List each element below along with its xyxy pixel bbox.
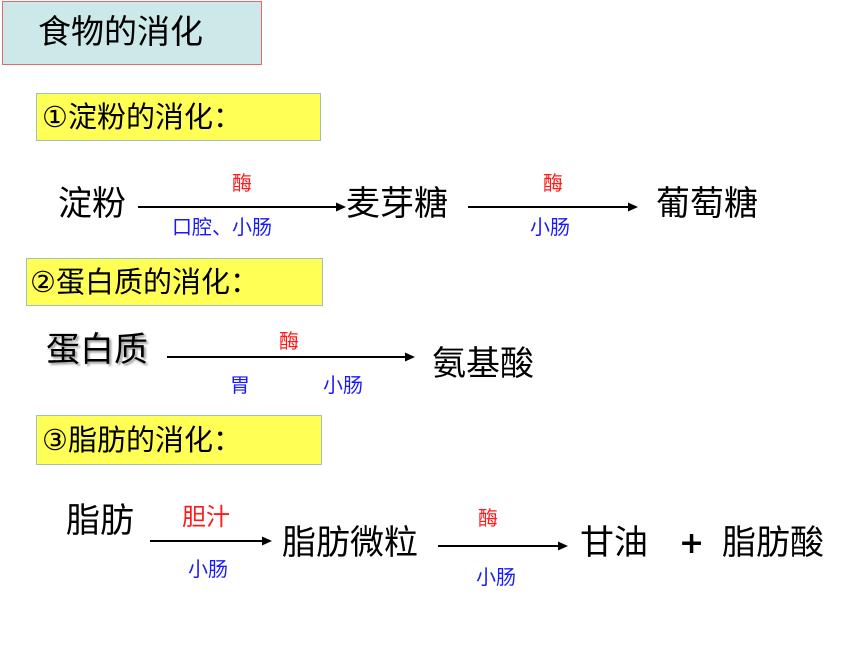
maltose-label: 麦芽糖	[346, 184, 448, 224]
title-box	[2, 1, 262, 65]
fat-section-box	[36, 415, 322, 465]
fat-label: 脂肪	[66, 501, 134, 541]
protein-site-intestine-label: 小肠	[323, 373, 363, 397]
starch-label: 淀粉	[58, 184, 126, 224]
glucose-label: 葡萄糖	[656, 184, 758, 224]
fat-droplet-label: 脂肪微粒	[282, 523, 418, 563]
starch-enzyme-label: 酶	[232, 171, 252, 195]
page-title: 食物的消化	[38, 12, 203, 51]
protein-section-heading: ②蛋白质的消化：	[30, 265, 259, 299]
fat-section-heading: ③脂肪的消化：	[42, 423, 242, 457]
starch-site-label: 口腔、小肠	[172, 215, 272, 239]
fat-site-label: 小肠	[188, 557, 228, 581]
amino-acid-label: 氨基酸	[432, 344, 534, 384]
bile-label: 胆汁	[182, 503, 230, 531]
arrow-fat-to-droplet	[150, 536, 272, 546]
arrow-droplet-to-products	[438, 541, 568, 551]
fatty-acid-label: 脂肪酸	[722, 523, 824, 563]
protein-label: 蛋白质	[46, 330, 148, 370]
plus-sign: +	[679, 526, 705, 561]
arrow-protein-to-amino-acid	[167, 352, 415, 362]
protein-enzyme-label: 酶	[279, 329, 299, 353]
starch-section-heading: ①淀粉的消化：	[42, 100, 242, 134]
maltose-enzyme-label: 酶	[543, 171, 563, 195]
starch-section-box	[36, 93, 321, 141]
maltose-site-label: 小肠	[530, 215, 570, 239]
arrow-starch-to-maltose	[138, 202, 346, 212]
fat-droplet-site-label: 小肠	[476, 565, 516, 589]
protein-site-stomach-label: 胃	[230, 373, 250, 397]
fat-enzyme-label: 酶	[478, 506, 498, 530]
arrow-maltose-to-glucose	[468, 202, 638, 212]
glycerol-label: 甘油	[580, 523, 648, 563]
protein-section-box	[26, 258, 323, 306]
